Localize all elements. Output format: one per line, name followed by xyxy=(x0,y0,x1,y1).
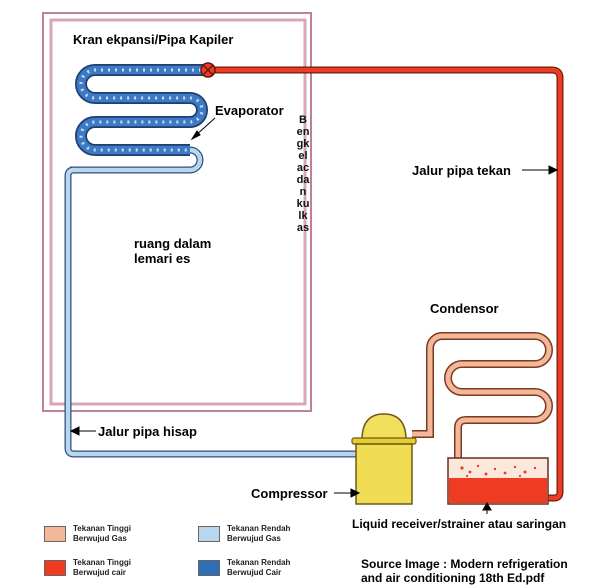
legend-high-gas-line1: Tekanan Tinggi xyxy=(73,524,131,533)
legend-low-gas-line1: Tekanan Rendah xyxy=(227,524,291,533)
receiver-label: Liquid receiver/strainer atau saringan xyxy=(352,517,567,531)
refrigerator-cabinet-outer xyxy=(42,12,312,412)
evaporator-coil xyxy=(75,64,208,156)
condenser-coil xyxy=(412,333,552,470)
legend-high-gas-line2: Berwujud Gas xyxy=(73,534,127,543)
refrigerator-cabinet-inner xyxy=(49,18,307,406)
cabinet-interior-label-line2: lemari es xyxy=(134,251,191,266)
legend-swatch-high-gas xyxy=(44,526,66,542)
expansion-valve-symbol xyxy=(200,62,216,78)
suction-line-label: Jalur pipa hisap xyxy=(98,424,197,439)
legend-high-liquid-line2: Berwujud cair xyxy=(73,568,126,577)
legend-swatch-high-liquid xyxy=(44,560,66,576)
expansion-valve-label: Kran ekpansi/Pipa Kapiler xyxy=(73,32,234,47)
legend-swatch-low-liquid xyxy=(198,560,220,576)
compressor-label: Compressor xyxy=(251,486,328,501)
source-note-line2: and air conditioning 18th Ed.pdf xyxy=(361,571,545,585)
legend-high-liquid-line1: Tekanan Tinggi xyxy=(73,558,131,567)
watermark-vertical-text: Bengkel ac dan kulkas xyxy=(296,114,310,234)
compressor xyxy=(351,413,417,505)
cabinet-interior-label-line1: ruang dalam xyxy=(134,236,212,251)
legend-low-liquid-line2: Berwujud Cair xyxy=(227,568,282,577)
condenser-label: Condensor xyxy=(430,301,499,316)
discharge-line-label: Jalur pipa tekan xyxy=(412,163,511,178)
source-note-line1: Source Image : Modern refrigeration xyxy=(361,557,568,571)
legend-low-gas-line2: Berwujud Gas xyxy=(227,534,281,543)
evaporator-label: Evaporator xyxy=(215,103,284,118)
legend-swatch-low-gas xyxy=(198,526,220,542)
legend-low-liquid-line1: Tekanan Rendah xyxy=(227,558,291,567)
